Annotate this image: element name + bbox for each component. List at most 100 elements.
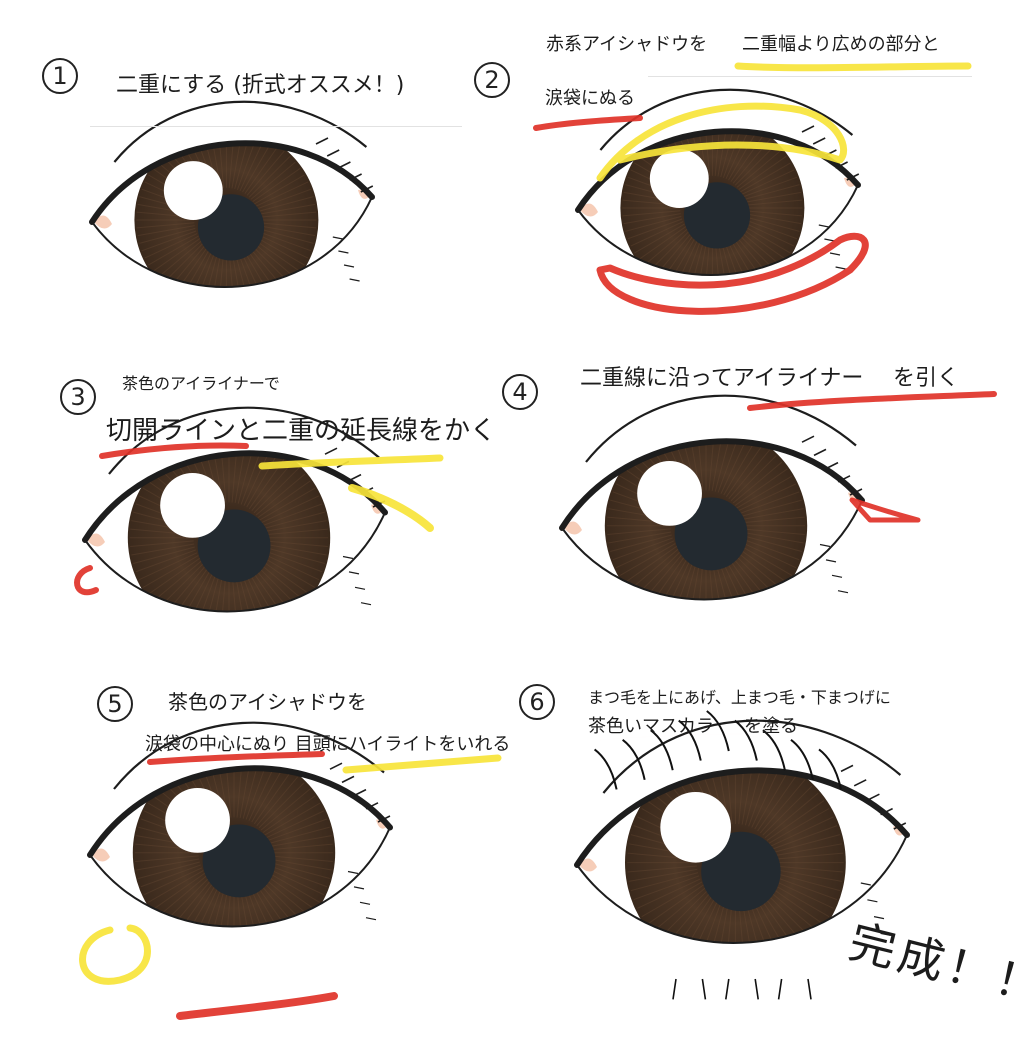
step-2-line2: 涙袋にぬる xyxy=(545,88,635,109)
eye-illustration xyxy=(82,406,388,613)
highlight xyxy=(165,788,230,853)
mascara-lash xyxy=(650,729,674,771)
mascara-lash xyxy=(678,719,702,761)
lower-lash xyxy=(835,266,846,270)
lower-lash xyxy=(365,917,377,921)
step-2-divider xyxy=(648,76,972,77)
lower-lash xyxy=(825,559,837,563)
lower-lid-line xyxy=(576,834,908,944)
step-4-text: 二重線に沿ってアイライナー xyxy=(580,366,864,391)
eyelash xyxy=(813,448,827,457)
crease-line xyxy=(113,100,368,163)
mascara-lash xyxy=(593,748,618,790)
step-3-caption: 茶色のアイライナーで xyxy=(122,374,280,393)
eyelash xyxy=(348,473,362,482)
highlight xyxy=(637,461,702,526)
lower-lash xyxy=(831,574,843,578)
eyelash xyxy=(326,149,340,157)
upper-lid-line xyxy=(559,438,865,531)
mascara-lash xyxy=(622,739,646,781)
mascara-lash xyxy=(734,719,758,761)
eyelash xyxy=(835,161,848,169)
step-4-number: 4 xyxy=(502,374,538,410)
mascara-lower-lash xyxy=(672,978,677,1000)
eyelash xyxy=(315,137,329,145)
upper-lid-line xyxy=(574,767,910,868)
eyelash xyxy=(801,125,815,133)
yellow-highlight-mark xyxy=(79,924,151,985)
eye-illustration xyxy=(87,721,393,928)
yellow-extension-line xyxy=(348,484,434,532)
eyelash xyxy=(837,475,851,483)
eyelash xyxy=(324,447,338,455)
eyelash xyxy=(365,802,379,810)
mascara-lash xyxy=(790,739,814,781)
upper-lid-line xyxy=(87,765,393,858)
inner-corner xyxy=(580,203,598,217)
lower-lid-line xyxy=(577,184,859,276)
inner-corner xyxy=(579,858,597,872)
lower-lash xyxy=(354,586,366,590)
eyelash xyxy=(377,815,391,823)
lower-lash xyxy=(347,870,359,875)
crease-line xyxy=(108,406,380,475)
lower-lash xyxy=(342,555,354,560)
mascara-lower-lash xyxy=(807,978,812,1000)
lower-lash xyxy=(860,882,871,886)
eyelash xyxy=(812,137,826,145)
yellow-underline-5 xyxy=(342,754,502,774)
step-5-line2: 涙袋の中心にぬり 目頭にハイライトをいれる xyxy=(145,734,511,755)
lower-lash xyxy=(348,571,360,575)
step-5-line1: 茶色のアイシャドウを xyxy=(168,690,367,714)
lower-lash xyxy=(837,590,849,594)
red-underline-2 xyxy=(533,115,643,131)
highlight xyxy=(163,161,223,220)
step-6-number: 6 xyxy=(519,684,555,720)
red-liner-wing xyxy=(849,497,921,523)
inner-corner xyxy=(94,215,112,229)
step-3-text: 切開ラインと二重の延長線をかく xyxy=(106,416,497,446)
lower-lid-line xyxy=(91,196,373,288)
step-6-line2: 茶色いマスカラ xyxy=(588,716,714,737)
step-1-divider xyxy=(90,126,462,127)
red-underline-5 xyxy=(147,751,325,765)
upper-lid-line xyxy=(89,140,375,225)
lower-lash xyxy=(873,916,885,920)
highlight xyxy=(160,473,225,538)
lower-lash xyxy=(343,264,355,268)
crease-line xyxy=(602,719,902,794)
yellow-crease-mark xyxy=(596,102,848,182)
lower-lash xyxy=(824,238,835,242)
lower-lash xyxy=(829,252,841,256)
eyelash xyxy=(867,793,880,801)
step-3-number: 3 xyxy=(60,379,96,415)
lower-lash xyxy=(360,602,372,606)
crease-line xyxy=(599,88,854,151)
lower-lid-line xyxy=(89,827,391,928)
eyelash xyxy=(329,762,343,770)
eyelash xyxy=(849,488,863,496)
mascara-lower-lash xyxy=(725,978,730,1000)
lower-lash xyxy=(349,278,360,282)
lower-lash xyxy=(880,932,891,936)
eye-illustration xyxy=(89,100,375,288)
eye-illustration xyxy=(559,394,865,601)
eyelash xyxy=(338,161,351,169)
highlight xyxy=(649,149,709,208)
step-2-line1-mark: 二重幅より広めの部分と xyxy=(742,34,940,55)
yellow-underline-2 xyxy=(734,62,972,72)
eyelash xyxy=(360,185,374,193)
eyelash xyxy=(801,435,815,443)
upper-lid-line xyxy=(82,450,388,543)
yellow-underline-3 xyxy=(258,454,444,470)
eyelash xyxy=(825,461,839,470)
lower-lash xyxy=(332,236,343,240)
eye-illustration xyxy=(574,710,910,1000)
eyelash xyxy=(880,807,893,816)
red-underline-4 xyxy=(747,391,997,411)
mascara-lash xyxy=(818,748,842,790)
inner-corner xyxy=(92,848,110,862)
mascara-lower-lash xyxy=(754,978,759,1000)
mascara-lash xyxy=(762,729,786,771)
